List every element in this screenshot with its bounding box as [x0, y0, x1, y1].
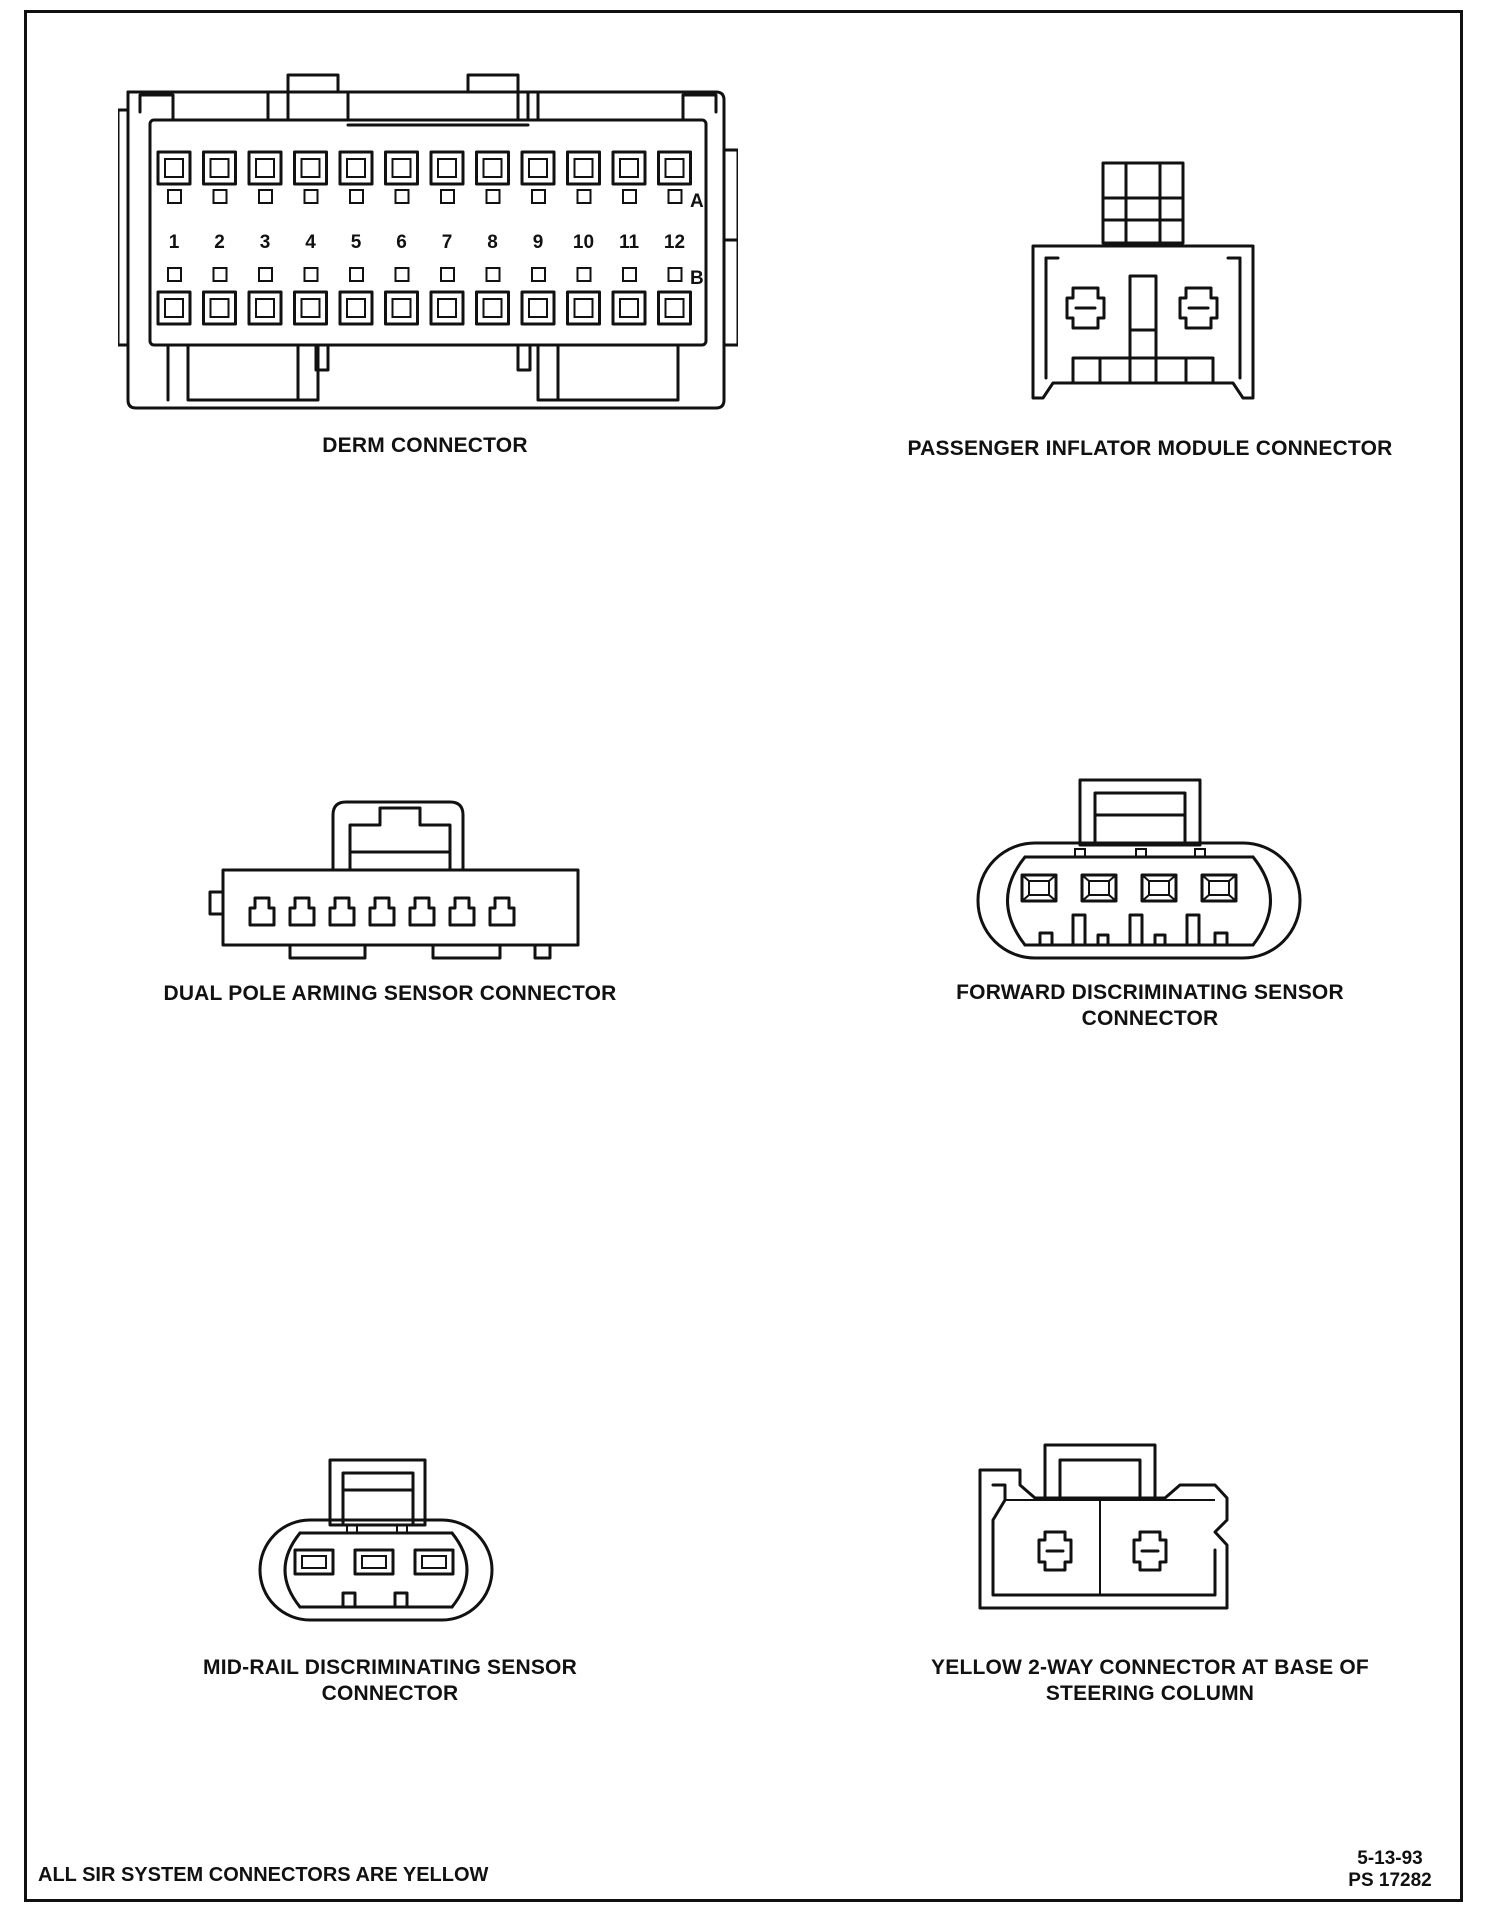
arming-terminal: [328, 896, 356, 927]
derm-cavity-a9: [520, 150, 556, 204]
derm-cavity-b2: [202, 267, 237, 326]
forward-cavity: [1020, 873, 1058, 903]
derm-cavity-a4: [293, 150, 328, 204]
passenger-inflator-caption: PASSENGER INFLATOR MODULE CONNECTOR: [907, 437, 1393, 460]
forward-cavity: [1080, 873, 1118, 903]
derm-pin-number: 7: [442, 232, 453, 253]
yellow-2-way-connector-caption: YELLOW 2-WAY CONNECTOR AT BASE OF STEERI…: [931, 1656, 1369, 1705]
derm-pin-number: 8: [487, 232, 498, 253]
forward-cavity: [1140, 873, 1178, 903]
drawing-frame: [24, 10, 1463, 1902]
derm-connector-caption: DERM CONNECTOR: [322, 434, 528, 457]
drawing-date: 5-13-93: [1357, 1848, 1423, 1869]
derm-cavity-a5: [338, 150, 374, 204]
mid-rail-discriminating-sensor-caption: MID-RAIL DISCRIMINATING SENSOR CONNECTOR: [203, 1656, 577, 1705]
derm-cavity-a12: [657, 150, 692, 204]
derm-cavity-b7: [429, 267, 465, 326]
derm-pin-number: 11: [619, 232, 640, 253]
derm-cavity-a6: [384, 150, 419, 204]
forward-cavity: [1200, 873, 1238, 903]
row-label-a: A: [690, 191, 704, 212]
arming-terminal: [448, 896, 476, 927]
derm-cavity-a3: [247, 150, 283, 204]
derm-cavity-b3: [247, 267, 283, 326]
mid-rail-discriminating-sensor-drawing: [255, 1455, 495, 1630]
row-label-b: B: [690, 268, 704, 289]
derm-pin-number: 1: [169, 232, 180, 253]
derm-pin-number: 2: [214, 232, 225, 253]
derm-cavity-b5: [338, 267, 374, 326]
derm-cavity-a7: [429, 150, 465, 204]
drawing-stamp: 5-13-93 PS 17282: [1335, 1848, 1445, 1892]
drawing-ref: PS 17282: [1348, 1870, 1432, 1891]
yellow-2-way-connector-drawing: [975, 1440, 1255, 1625]
derm-cavity-a8: [475, 150, 510, 204]
derm-cavity-b10: [566, 267, 601, 326]
derm-pin-number: 9: [533, 232, 544, 253]
derm-cavity-b1: [156, 267, 192, 326]
derm-pin-number: 6: [396, 232, 407, 253]
derm-cavity-b9: [520, 267, 556, 326]
derm-pin-number: 5: [351, 232, 362, 253]
arming-terminal: [288, 896, 316, 927]
derm-cavity-b12: [657, 267, 692, 326]
arming-terminal: [408, 896, 436, 927]
derm-cavity-b8: [475, 267, 510, 326]
forward-discriminating-sensor-caption: FORWARD DISCRIMINATING SENSOR CONNECTOR: [956, 981, 1344, 1030]
passenger-inflator-connector-drawing: [1028, 158, 1268, 413]
derm-cavity-a11: [611, 150, 647, 204]
derm-cavity-b6: [384, 267, 419, 326]
footer-note: ALL SIR SYSTEM CONNECTORS ARE YELLOW: [38, 1864, 489, 1886]
derm-pin-number: 4: [305, 232, 316, 253]
derm-cavity-b4: [293, 267, 328, 326]
derm-pin-number: 3: [260, 232, 271, 253]
derm-cavity-a2: [202, 150, 237, 204]
dual-pole-arming-sensor-drawing: [205, 780, 585, 965]
arming-terminal: [488, 896, 516, 927]
midrail-cavity: [413, 1548, 455, 1576]
arming-terminal: [368, 896, 396, 927]
derm-cavity-a1: [156, 150, 192, 204]
derm-cavity-a10: [566, 150, 601, 204]
midrail-cavity: [353, 1548, 395, 1576]
arming-terminal: [248, 896, 276, 927]
derm-cavity-b11: [611, 267, 647, 326]
midrail-cavity: [293, 1548, 335, 1576]
dual-pole-arming-sensor-caption: DUAL POLE ARMING SENSOR CONNECTOR: [163, 982, 617, 1005]
derm-pin-number: 10: [573, 232, 594, 253]
forward-discriminating-sensor-drawing: [970, 775, 1310, 970]
derm-pin-number: 12: [664, 232, 685, 253]
